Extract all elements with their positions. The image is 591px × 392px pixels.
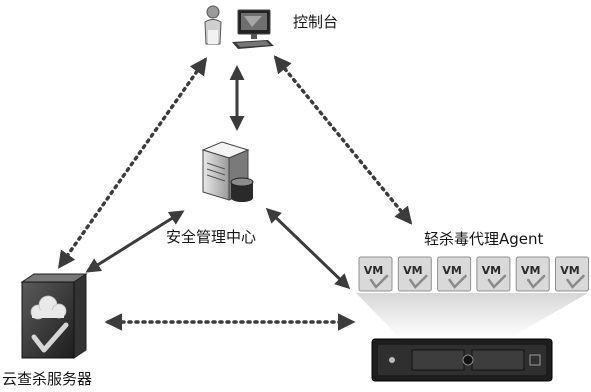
vm-tile-label: VM: [560, 264, 579, 277]
management-center-label: 安全管理中心: [166, 228, 257, 246]
cloud-server-icon: [20, 273, 88, 359]
link-center-agent: [265, 207, 351, 290]
console-label: 控制台: [293, 13, 339, 31]
vm-tile-label: VM: [482, 264, 501, 277]
vm-tile: VM: [437, 256, 472, 292]
vm-tile-label: VM: [364, 264, 383, 277]
vm-tile-label: VM: [403, 264, 422, 277]
cloud-icon: [30, 295, 67, 320]
vm-tile-group: VM VM VM VM VM VM: [358, 256, 589, 292]
user-computer-icon: [204, 5, 274, 49]
link-console-cloud: [57, 57, 208, 269]
check-icon: [487, 274, 507, 289]
check-icon: [566, 274, 585, 289]
rack-server: [371, 338, 553, 382]
check-icon: [448, 274, 467, 289]
check-icon: [31, 322, 69, 353]
vm-tile: VM: [476, 256, 511, 292]
vm-tile: VM: [358, 256, 393, 292]
vm-tile: VM: [397, 256, 432, 292]
check-icon: [369, 274, 389, 289]
vm-rack-server-icon: VM VM VM VM VM VM: [356, 256, 589, 382]
agent-label: 轻杀毒代理Agent: [424, 230, 544, 248]
vm-tile: VM: [515, 256, 550, 292]
vm-tile-label: VM: [442, 264, 461, 277]
vm-tile: VM: [555, 256, 589, 292]
link-console-agent: [273, 55, 413, 225]
check-icon: [409, 274, 428, 289]
connections: [57, 55, 413, 331]
check-icon: [526, 274, 546, 289]
cloud-server-label: 云查杀服务器: [2, 370, 93, 388]
server-database-icon: [201, 141, 254, 202]
vm-tile-label: VM: [521, 264, 540, 277]
